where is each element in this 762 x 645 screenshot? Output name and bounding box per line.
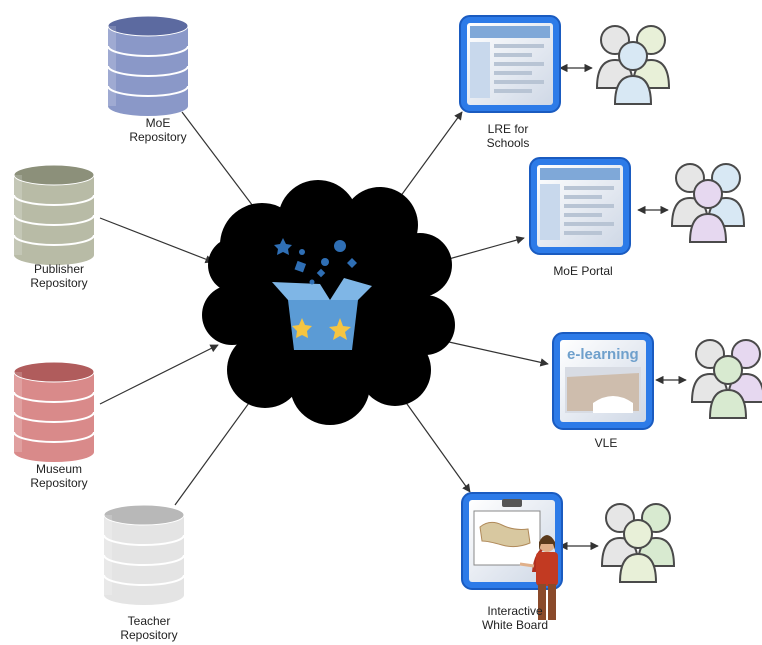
user-group-icon	[670, 163, 746, 243]
cloud-hub	[202, 180, 455, 425]
arrow-portal	[437, 235, 525, 265]
arrow-publisher-repo	[99, 217, 214, 264]
connectors	[99, 63, 687, 551]
repository-db	[107, 15, 189, 116]
repository-db	[13, 164, 95, 265]
repository-db	[103, 504, 185, 605]
service-monitor-lre	[459, 15, 561, 113]
vle-screen-title: e-learning	[567, 346, 639, 363]
arrow-moe-repo	[181, 111, 263, 219]
teacher-figure-icon	[519, 535, 558, 620]
repository-label-teacher: Teacher Repository	[120, 614, 178, 642]
service-label-whiteboard: Interactive White Board	[481, 604, 549, 632]
service-label-vle: VLE	[594, 436, 618, 450]
resource-box-icon	[272, 238, 372, 350]
repository-label-museum: Museum Repository	[30, 462, 88, 490]
user-group-icon	[600, 503, 676, 583]
service-label-portal: MoE Portal	[553, 264, 613, 278]
user-group-icon	[690, 339, 762, 419]
arrow-lre	[391, 111, 463, 209]
arrow-vle	[439, 337, 549, 367]
service-monitor-vle: e-learning	[552, 332, 654, 430]
repository-db	[13, 361, 95, 462]
arrow-teacher-repo	[174, 384, 263, 506]
repository-label-moe: MoE Repository	[129, 116, 187, 144]
service-label-lre: LRE for Schools	[486, 122, 530, 150]
arrow-museum-repo	[99, 344, 219, 405]
cloud-shape	[202, 180, 455, 425]
user-group-icon	[595, 25, 671, 105]
repository-label-publisher: Publisher Repository	[30, 262, 88, 290]
service-monitor-portal	[529, 157, 631, 255]
